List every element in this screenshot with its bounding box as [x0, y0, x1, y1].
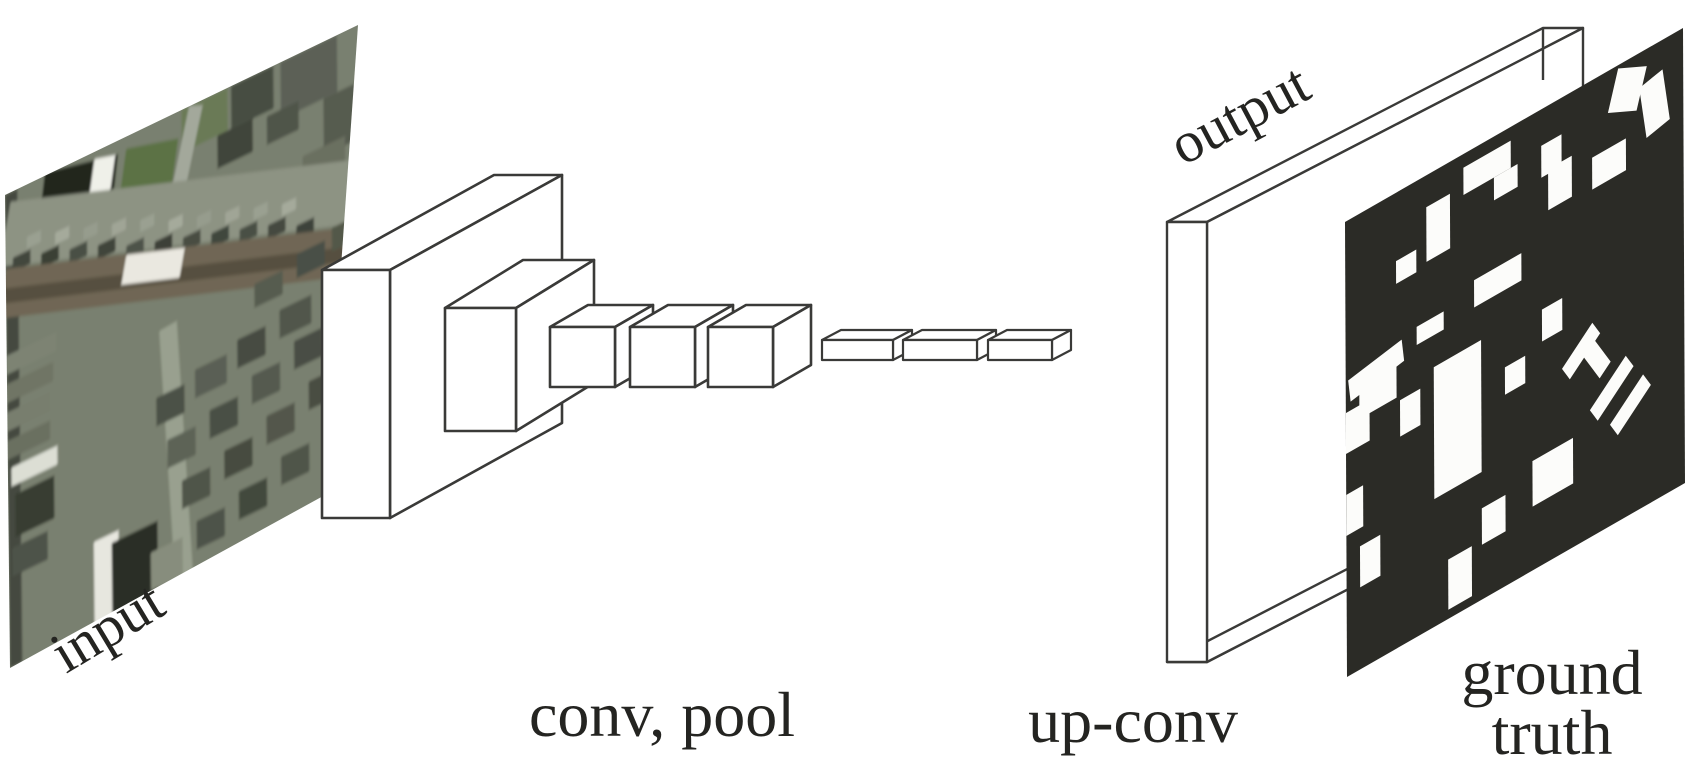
labels: input conv, pool up-conv output ground t…	[39, 50, 1642, 760]
input-aerial-image	[5, 25, 358, 668]
label-conv-pool: conv, pool	[529, 679, 795, 750]
label-up-conv: up-conv	[1028, 685, 1238, 756]
label-ground-truth-line1: ground	[1461, 637, 1642, 708]
conv-pool-boxes	[320, 173, 1073, 520]
label-ground-truth-line2: truth	[1492, 697, 1613, 760]
